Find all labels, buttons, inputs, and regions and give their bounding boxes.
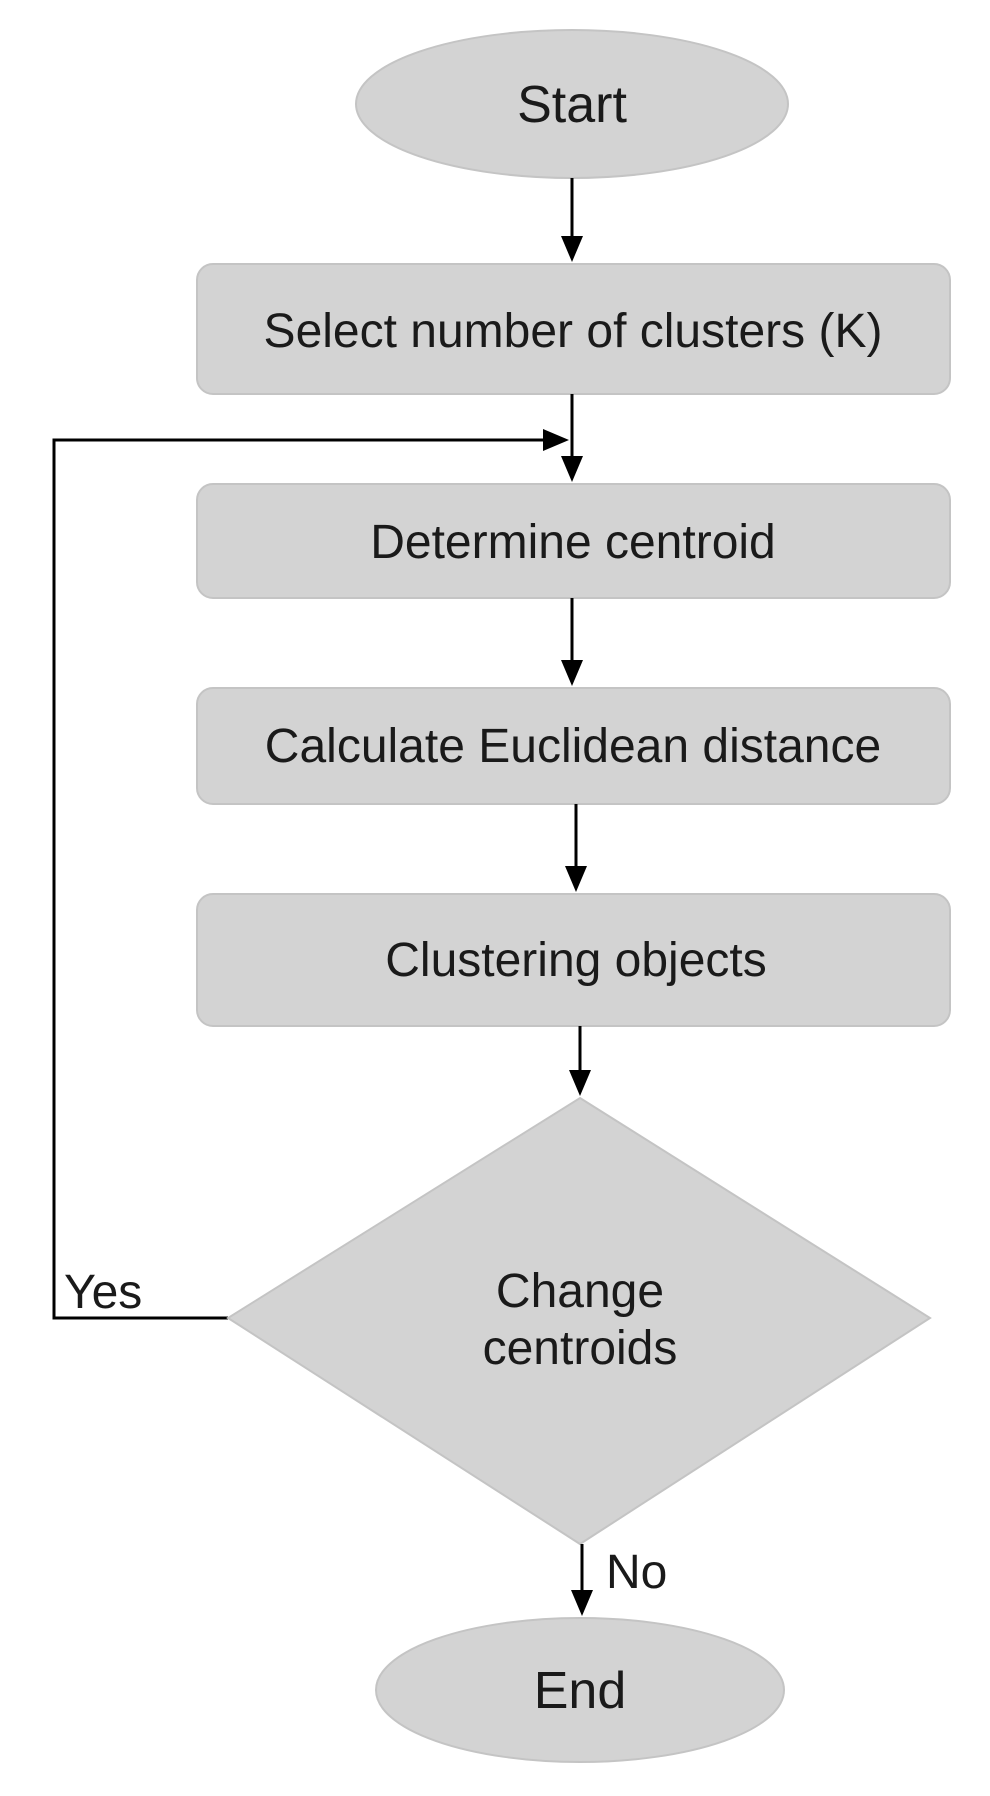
arrow-calculate-distance-to-clustering-objects: [565, 804, 587, 892]
arrow-decision-to-end: [571, 1544, 593, 1616]
end-ellipse: [375, 1617, 785, 1763]
arrow-select-clusters-to-determine-centroid: [561, 394, 583, 482]
end-node: End: [375, 1617, 785, 1763]
step-clustering-objects-box: [196, 893, 951, 1027]
feedback-loop-arrow: [52, 429, 569, 1320]
decision-diamond: [226, 1096, 932, 1546]
yes-label: Yes: [64, 1266, 142, 1319]
arrow-clustering-objects-to-decision: [569, 1026, 591, 1096]
decision-change-centroids: Change centroids: [226, 1096, 932, 1546]
end-label: End: [534, 1662, 627, 1720]
decision-label-line2: centroids: [483, 1322, 678, 1375]
step-clustering-objects-label: Clustering objects: [385, 934, 767, 987]
start-node: Start: [355, 29, 789, 179]
step-calculate-distance-box: [196, 687, 951, 805]
step-select-clusters-label: Select number of clusters (K): [264, 305, 883, 358]
start-label: Start: [517, 76, 627, 134]
step-select-clusters: Select number of clusters (K): [196, 263, 951, 395]
arrow-determine-centroid-to-calculate-distance: [561, 598, 583, 686]
step-clustering-objects: Clustering objects: [196, 893, 951, 1027]
step-calculate-distance-label: Calculate Euclidean distance: [265, 720, 881, 773]
decision-label-line1: Change: [496, 1265, 664, 1318]
arrow-start-to-select-clusters: [561, 178, 583, 262]
no-label: No: [606, 1546, 667, 1599]
step-determine-centroid-label: Determine centroid: [370, 516, 776, 569]
step-calculate-distance: Calculate Euclidean distance: [196, 687, 951, 805]
step-determine-centroid: Determine centroid: [196, 483, 951, 599]
